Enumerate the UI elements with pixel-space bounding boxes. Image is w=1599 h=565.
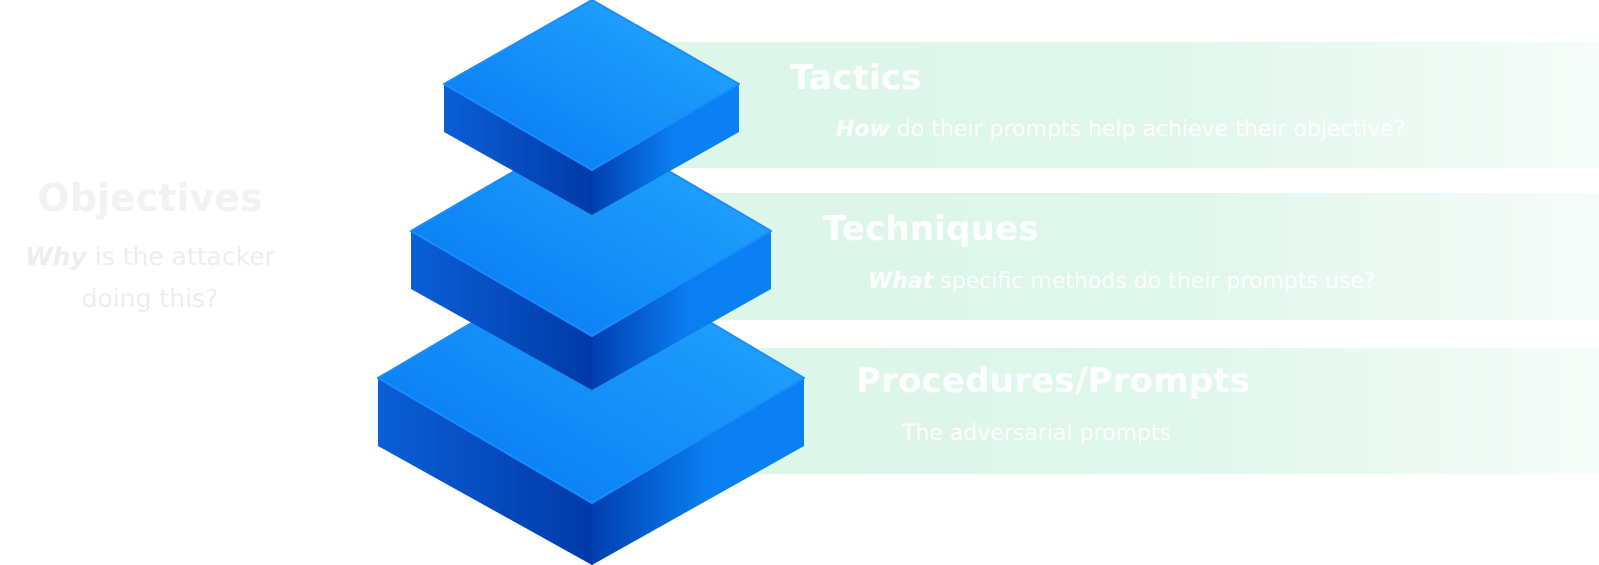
procedures-question-rest: The adversarial prompts <box>902 421 1172 446</box>
objectives-title: Objectives <box>37 176 263 220</box>
objectives-question: Why is the attacker doing this? <box>0 236 300 320</box>
techniques-band <box>690 193 1599 320</box>
techniques-title: Techniques <box>823 209 1039 249</box>
objectives-question-rest: is the attacker doing this? <box>81 242 275 313</box>
procedures-title: Procedures/Prompts <box>856 361 1251 401</box>
techniques-question-emphasis: What <box>868 269 934 294</box>
tactics-question-rest: do their prompts help achieve their obje… <box>889 117 1406 142</box>
tactics-title: Tactics <box>790 58 922 98</box>
objectives-label: Objectives Why is the attacker doing thi… <box>0 176 300 320</box>
tactics-question: How do their prompts help achieve their … <box>836 117 1406 142</box>
procedures-question: The adversarial prompts <box>902 421 1171 446</box>
tactics-block <box>443 0 740 215</box>
techniques-block <box>410 125 772 390</box>
tactics-band <box>640 42 1599 168</box>
objectives-question-emphasis: Why <box>25 242 87 271</box>
procedures-band <box>720 348 1599 474</box>
techniques-question: What specific methods do their prompts u… <box>868 269 1376 294</box>
tactics-question-emphasis: How <box>836 117 890 142</box>
techniques-question-rest: specific methods do their prompts use? <box>933 269 1376 294</box>
